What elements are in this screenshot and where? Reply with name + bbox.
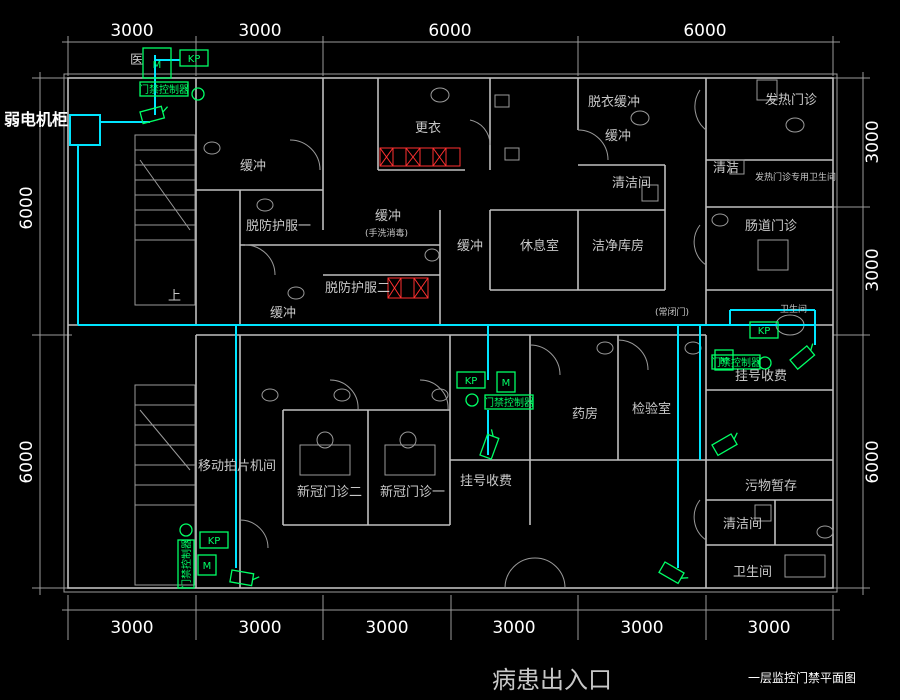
m-label-3: M	[720, 356, 729, 367]
room-16: 肠道门诊	[745, 219, 797, 234]
dim-bottom-3: 3000	[365, 618, 408, 638]
door-arcs	[239, 89, 707, 549]
room-15: 发热门诊专用卫生间	[755, 171, 836, 183]
room-17: 脱防护服二	[325, 280, 390, 296]
room-2: 更衣	[415, 120, 441, 136]
room-5: 缓冲	[240, 159, 266, 174]
stair-up-label: 上	[168, 289, 181, 304]
room-10: 休息室	[520, 238, 559, 254]
access-control-group-right: M KP 门禁控制器	[711, 321, 779, 371]
dim-top-2: 3000	[238, 21, 281, 41]
room-7: 缓冲	[375, 209, 401, 224]
room-21: 检验室	[632, 401, 671, 417]
dim-bottom-6: 3000	[747, 618, 790, 638]
dimension-right: 3000 3000 6000	[833, 72, 883, 595]
fixtures	[203, 79, 834, 578]
kp-label-3: KP	[758, 326, 771, 337]
m-label-2: M	[502, 378, 511, 389]
camera-icons	[139, 105, 816, 587]
camera-icon	[658, 561, 689, 585]
dimension-left: 6000 6000	[17, 72, 72, 595]
dim-bottom-4: 3000	[492, 618, 535, 638]
kp-label-1: KP	[188, 54, 201, 65]
dimension-top: 3000 3000 6000 6000	[62, 21, 840, 76]
controller-label-4: 门禁控制器	[180, 539, 193, 589]
room-20: 药房	[572, 406, 598, 422]
room-23: 新冠门诊二	[297, 484, 362, 500]
dim-top-1: 3000	[110, 21, 153, 41]
room-8: (手洗消毒)	[365, 227, 408, 239]
access-control-group-top: M KP 门禁控制器	[139, 47, 209, 101]
room-14: 清洁	[713, 161, 739, 176]
walls	[63, 73, 838, 593]
controller-label-3: 门禁控制器	[711, 356, 761, 369]
camera-icon	[229, 569, 260, 587]
network-cabinet	[69, 114, 101, 146]
room-18: 缓冲	[270, 306, 296, 321]
kp-label-4: KP	[208, 536, 221, 547]
room-labels: 医 更衣 脱衣缓冲 缓冲 缓冲 脱防护服一 缓冲 (手洗消毒) 缓冲 休息室 洁…	[130, 53, 836, 580]
dimension-bottom: 3000 3000 3000 3000 3000 3000	[62, 595, 840, 640]
normally-open-door-label: (常闭门)	[655, 306, 689, 318]
m-label-4: M	[203, 561, 212, 572]
dim-right-1: 3000	[863, 120, 883, 163]
plan-title: 一层监控门禁平面图	[748, 670, 856, 685]
stairs-bottom	[134, 384, 196, 586]
dim-top-4: 6000	[683, 21, 726, 41]
m-label-1: M	[153, 60, 162, 71]
red-lockers	[379, 147, 461, 299]
room-29: 卫生间	[780, 303, 807, 315]
room-12: 清洁间	[612, 176, 651, 191]
dim-right-3: 6000	[863, 440, 883, 483]
room-26: 污物暂存	[745, 479, 797, 494]
camera-icon	[789, 343, 816, 371]
room-1: 医	[130, 53, 143, 68]
camera-icon	[479, 429, 500, 460]
room-4: 缓冲	[605, 129, 631, 144]
controller-label-2: 门禁控制器	[484, 396, 534, 409]
stairs-top	[134, 134, 196, 306]
camera-icon	[139, 105, 169, 125]
room-6: 脱防护服一	[246, 218, 311, 234]
dim-top-3: 6000	[428, 21, 471, 41]
cable-lines	[77, 55, 816, 568]
controller-label-1: 门禁控制器	[139, 83, 189, 96]
dim-left-2: 6000	[17, 440, 37, 483]
cabinet-label: 弱电机柜	[4, 110, 68, 129]
room-22: 移动拍片机间	[198, 459, 276, 474]
room-25: 挂号收费	[460, 474, 512, 489]
dim-bottom-2: 3000	[238, 618, 281, 638]
room-28: 卫生间	[733, 565, 772, 580]
kp-label-2: KP	[465, 376, 478, 387]
room-11: 洁净库房	[592, 238, 644, 254]
dim-right-2: 3000	[863, 248, 883, 291]
room-3: 脱衣缓冲	[588, 94, 640, 110]
camera-icon	[711, 432, 738, 457]
room-13: 发热门诊	[765, 92, 817, 108]
room-27: 清洁间	[723, 517, 762, 532]
dim-bottom-1: 3000	[110, 618, 153, 638]
room-9: 缓冲	[457, 239, 483, 254]
access-control-group-bottom: 门禁控制器 KP M	[177, 523, 229, 589]
room-24: 新冠门诊一	[380, 484, 445, 500]
access-control-group-center: KP M 门禁控制器	[456, 371, 534, 410]
entrance-label: 病患出入口	[492, 666, 612, 694]
dim-left-1: 6000	[17, 186, 37, 229]
room-19: 挂号收费	[735, 369, 787, 384]
dim-bottom-5: 3000	[620, 618, 663, 638]
